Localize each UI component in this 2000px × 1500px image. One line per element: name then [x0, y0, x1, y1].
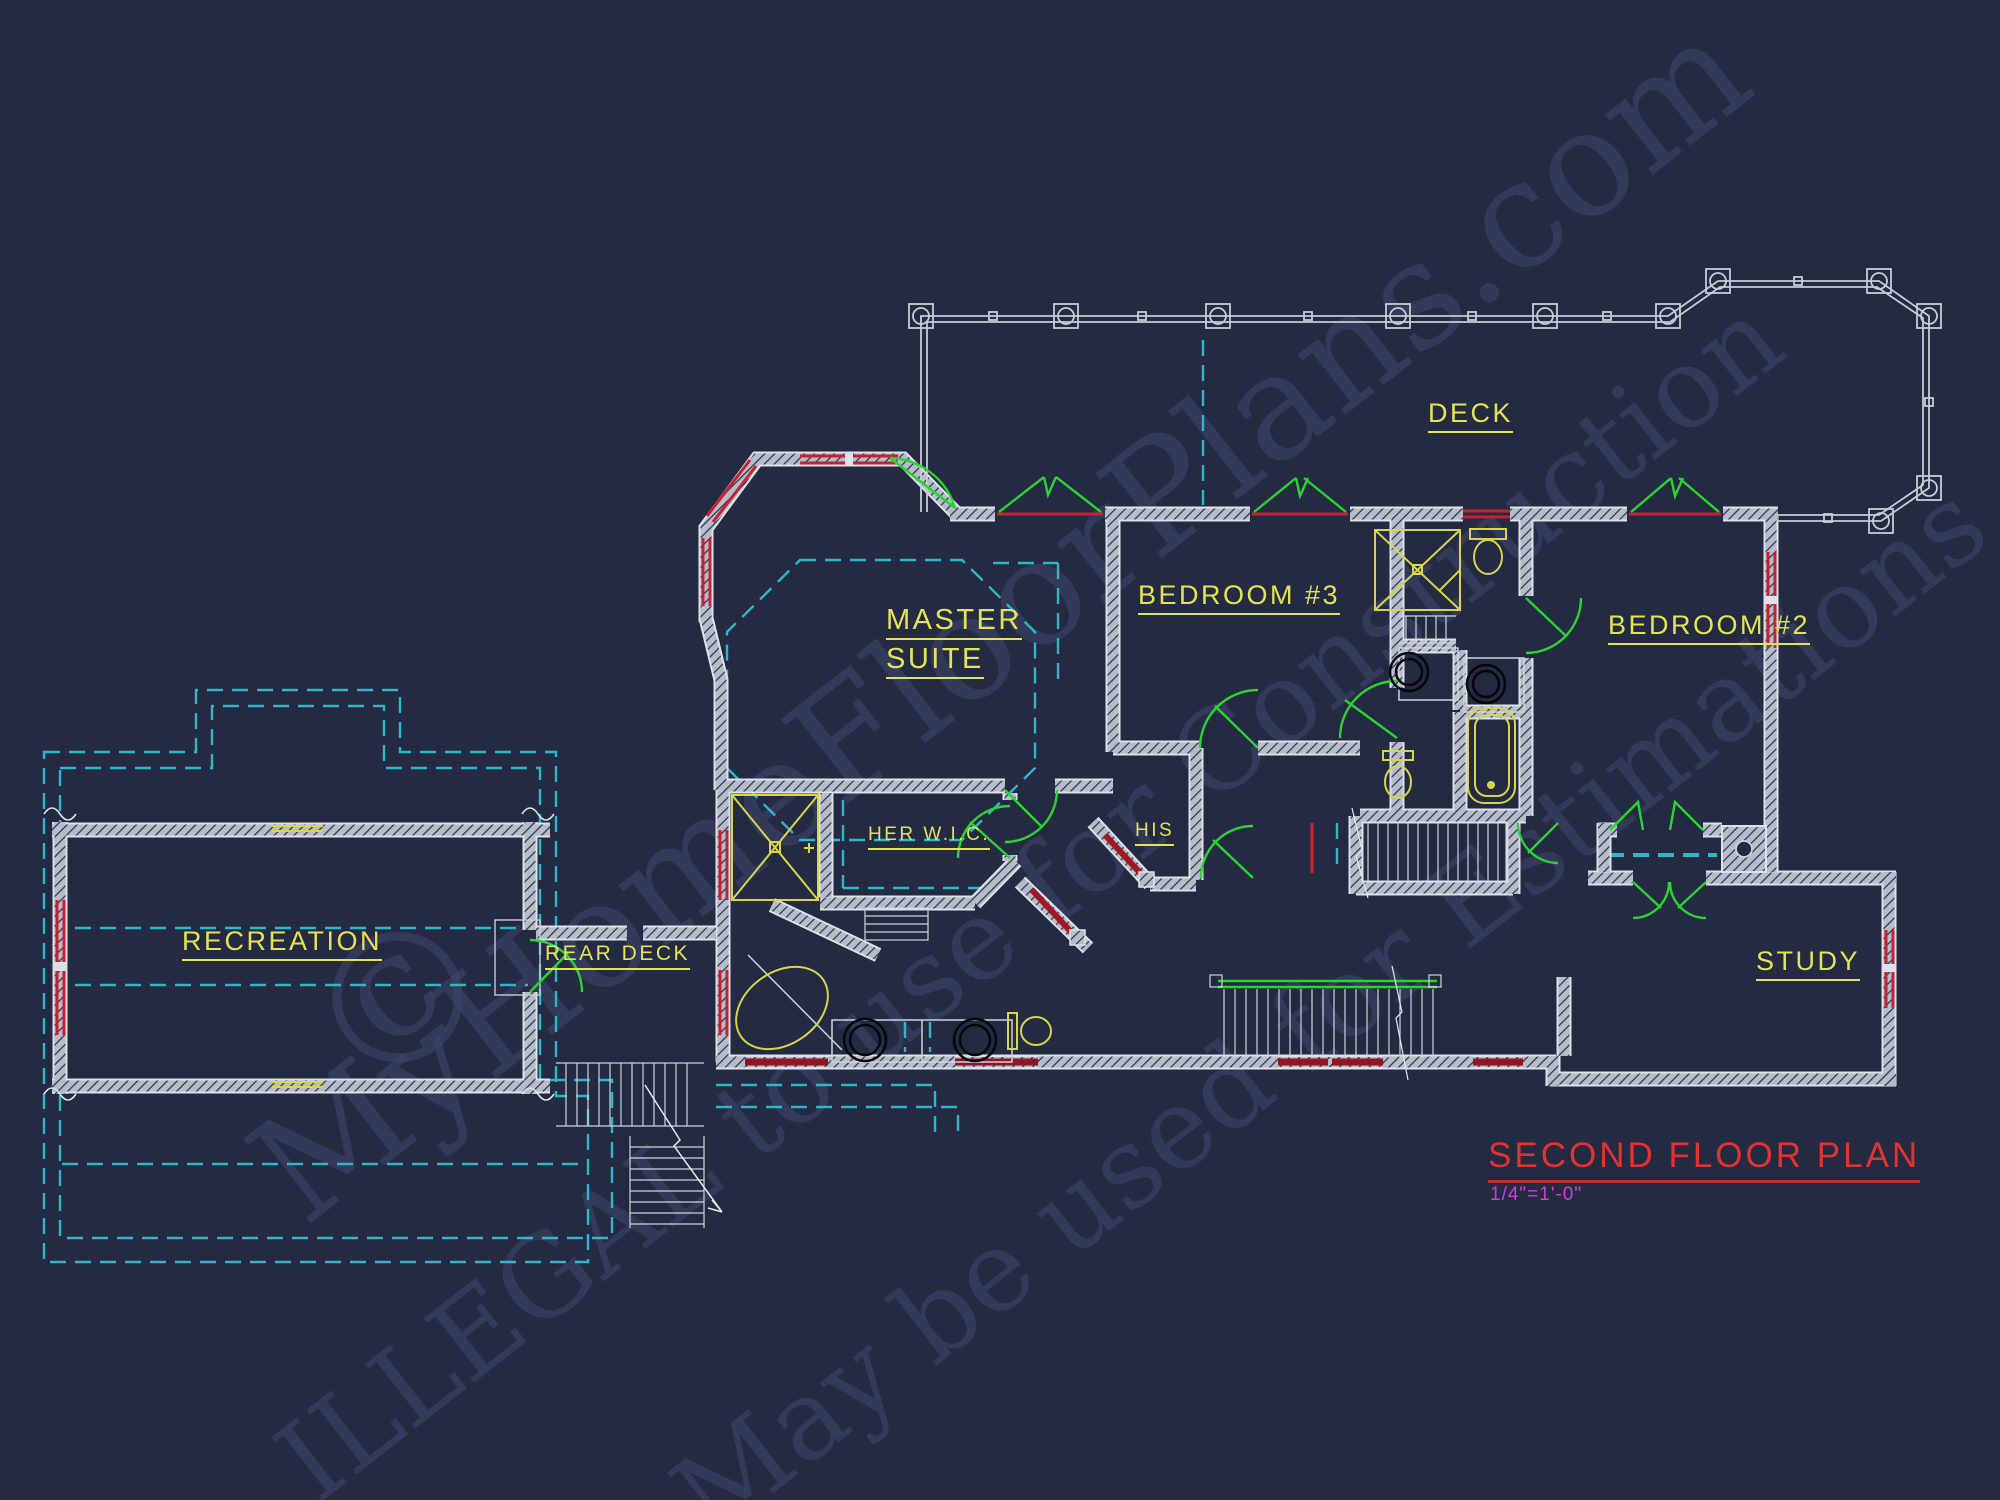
room-label-his: HIS — [1135, 820, 1175, 846]
bath-door — [1338, 679, 1398, 739]
recreation-roof-outline-outer — [42, 688, 590, 1264]
main-stair-down — [1351, 807, 1509, 899]
hall-shower-icon — [1374, 529, 1461, 611]
wic-builtin-dresser — [864, 907, 929, 941]
tub-platform-edge — [747, 954, 843, 1051]
casement-windows — [997, 476, 1721, 516]
bath-linen-steps — [1399, 615, 1456, 644]
yellow-fixtures — [272, 528, 1516, 1088]
rear-deck-stair — [556, 1062, 723, 1228]
room-label-deck: DECK — [1428, 398, 1514, 434]
wic-shelf-dashed — [841, 800, 985, 890]
room-label-bedroom3: BEDROOM #3 — [1138, 580, 1341, 616]
deck-rail-inner — [926, 286, 1924, 516]
wall-hatch — [52, 453, 1896, 1094]
master-tub-icon — [735, 965, 829, 1051]
bedroom2-closet-bifold — [1609, 799, 1704, 831]
master-tray-ceiling — [725, 558, 1037, 842]
vanity-mirror-dashed — [903, 1022, 932, 1052]
walls — [43, 451, 1897, 1101]
doors — [529, 456, 1707, 993]
wall-break-marks — [43, 807, 555, 1101]
bedroom3-door — [1198, 688, 1259, 749]
hall-toilet-top-icon — [1469, 528, 1507, 575]
pocket-sliders — [1029, 832, 1155, 946]
plan-title: SECOND FLOOR PLAN — [1488, 1136, 1921, 1183]
recreation-vents — [272, 825, 323, 1088]
room-label-her-wic: HER W.I.C. — [868, 824, 991, 850]
stairs — [556, 615, 1509, 1228]
stairwell-handrail — [1218, 979, 1437, 989]
master-hall-door — [1004, 789, 1059, 844]
sink-icons — [842, 651, 1507, 1063]
room-label-master-line2: SUITE — [886, 643, 984, 679]
room-label-bedroom2: BEDROOM #2 — [1608, 610, 1811, 646]
fixtures — [272, 528, 1525, 1088]
master-shower-icon — [731, 794, 819, 901]
wall-casing — [52, 451, 1897, 1094]
deck-railing — [494, 268, 1942, 996]
deck-rail-outer — [920, 280, 1930, 522]
recreation-deck-door — [529, 938, 584, 993]
windows — [54, 453, 1896, 1069]
room-label-master-line1: MASTER — [886, 604, 1022, 640]
master-ceiling-step — [993, 561, 1060, 680]
room-label-study: STUDY — [1756, 946, 1861, 982]
open-stairwell — [1209, 965, 1442, 1081]
master-deck-door — [889, 456, 957, 509]
recreation-roof-outline-inner — [58, 704, 614, 1240]
plan-scale: 1/4"=1'-0" — [1490, 1184, 1583, 1205]
recreation-attic-lines — [62, 926, 588, 1166]
master-toilet-icon — [1007, 1012, 1052, 1050]
hall-door — [1199, 824, 1254, 879]
casement-sash-green — [998, 476, 1720, 513]
hall-toilet-bottom-icon — [1382, 750, 1414, 799]
deck-posts — [908, 268, 1942, 534]
counters — [747, 647, 1525, 1063]
bedroom2-door — [1525, 597, 1583, 655]
hall-tub-icon — [1467, 707, 1516, 804]
study-double-doors — [1632, 881, 1707, 920]
room-label-rear-deck: REAR DECK — [545, 942, 691, 971]
chase-flue-circle — [1735, 840, 1753, 858]
deck-rail-mid-ticks — [988, 276, 1934, 523]
room-label-master-suite: MASTER SUITE — [886, 604, 1022, 682]
stair-top-door — [1516, 822, 1559, 865]
lower-deck-outline-dashed — [716, 1083, 960, 1140]
red-window-mullions — [54, 453, 1896, 972]
room-label-recreation: RECREATION — [182, 926, 383, 962]
rear-deck-landing — [494, 919, 541, 996]
